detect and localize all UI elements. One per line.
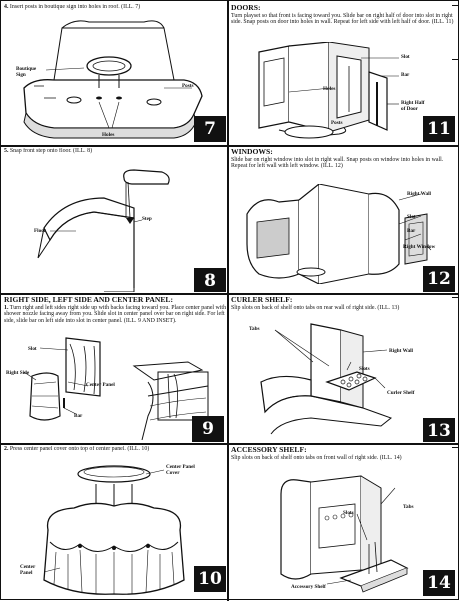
- label-posts: Posts: [182, 83, 194, 89]
- panel-step-2-cover: 2. Press center panel cover onto top of …: [4, 446, 226, 598]
- panel-doors: DOORS: Turn playset so that front is fac…: [231, 4, 457, 144]
- instruction-text: 4. Insert posts in boutique sign into ho…: [4, 4, 141, 10]
- edge-tick: [452, 447, 458, 448]
- instruction-text: Slip slots on back of shelf onto tabs on…: [231, 454, 402, 461]
- label-center-panel: Center Panel: [86, 382, 115, 388]
- section-title: WINDOWS:: [231, 148, 273, 156]
- label-right-window: Right Window: [403, 244, 436, 250]
- edge-tick: [452, 59, 458, 60]
- panel-step-4-sign: 4. Insert posts in boutique sign into ho…: [4, 4, 226, 144]
- illustration-number: 14: [423, 570, 455, 596]
- label-tabs: Tabs: [403, 504, 414, 510]
- column-divider: [227, 1, 229, 601]
- illustration-13: [251, 322, 431, 442]
- label-right-wall: Right Wall: [389, 348, 413, 354]
- label-tabs: Tabs: [249, 326, 260, 332]
- instruction-text: Turn playset so that front is facing tow…: [231, 12, 454, 26]
- label-bar: Bar: [74, 413, 83, 419]
- illustration-11: [249, 42, 429, 142]
- panel-sides-center: RIGHT SIDE, LEFT SIDE AND CENTER PANEL: …: [4, 296, 226, 442]
- label-curler-shelf: Curler Shelf: [387, 390, 415, 396]
- instruction-text: Slide bar on right window into slot in r…: [231, 156, 444, 170]
- section-title: DOORS:: [231, 4, 261, 12]
- label-center-panel-cover: Center Panel Cover: [166, 464, 195, 476]
- instruction-text: Slip slots on back of shelf onto tabs on…: [231, 304, 400, 311]
- label-holes: Holes: [102, 132, 115, 138]
- label-center-panel: Center Panel: [20, 564, 36, 576]
- label-bar: Bar: [407, 228, 416, 234]
- label-step: Step: [142, 216, 152, 222]
- illustration-number: 8: [194, 268, 226, 292]
- panel-step-5-step: 5. Snap front step onto floor. (ILL. 8) …: [4, 148, 226, 292]
- label-posts: Posts: [331, 120, 343, 126]
- label-slots: Slots: [359, 366, 370, 372]
- panel-accessory-shelf: ACCESSORY SHELF: Slip slots on back of s…: [231, 446, 457, 598]
- label-slot: Slot: [28, 346, 37, 352]
- edge-tick: [452, 5, 458, 6]
- label-bar: Bar: [401, 72, 410, 78]
- section-title: RIGHT SIDE, LEFT SIDE AND CENTER PANEL:: [4, 296, 174, 304]
- illustration-14: [271, 474, 421, 598]
- section-title: CURLER SHELF:: [231, 296, 293, 304]
- illustration-number: 7: [194, 116, 226, 142]
- label-accessory-shelf: Accessory Shelf: [291, 584, 326, 590]
- illustration-9: [8, 336, 222, 440]
- label-boutique-sign: Boutique Sign: [16, 66, 37, 78]
- illustration-10: [34, 460, 204, 596]
- label-slot: Slot: [401, 54, 410, 60]
- label-holes: Holes: [323, 86, 336, 92]
- row-divider-3: [1, 443, 459, 445]
- instruction-text: 2. Press center panel cover onto top of …: [4, 446, 150, 452]
- illustration-number: 9: [192, 416, 224, 442]
- illustration-number: 13: [423, 418, 455, 442]
- section-title: ACCESSORY SHELF:: [231, 446, 307, 454]
- illustration-number: 10: [194, 566, 226, 592]
- panel-windows: WINDOWS: Slide bar on right window into …: [231, 148, 457, 292]
- label-right-side: Right Side: [6, 370, 30, 376]
- edge-tick: [452, 297, 458, 298]
- illustration-number: 12: [423, 266, 455, 292]
- label-right-wall: Right Wall: [407, 191, 431, 197]
- row-divider-1: [1, 145, 459, 147]
- row-divider-2: [1, 293, 459, 295]
- illustration-8: [34, 158, 204, 292]
- label-slots: Slots: [343, 510, 354, 516]
- panel-curler-shelf: CURLER SHELF: Slip slots on back of shel…: [231, 296, 457, 442]
- instruction-text: 5. Snap front step onto floor. (ILL. 8): [4, 148, 93, 154]
- illustration-number: 11: [423, 116, 455, 142]
- instruction-text: 1. Turn right and left sides right side …: [4, 304, 226, 325]
- illustration-7: [14, 18, 214, 142]
- label-slot: Slot: [407, 214, 416, 220]
- label-floor: Floor: [34, 228, 47, 234]
- illustration-12: [239, 184, 439, 284]
- label-right-half-door: Right Half of Door: [401, 100, 425, 112]
